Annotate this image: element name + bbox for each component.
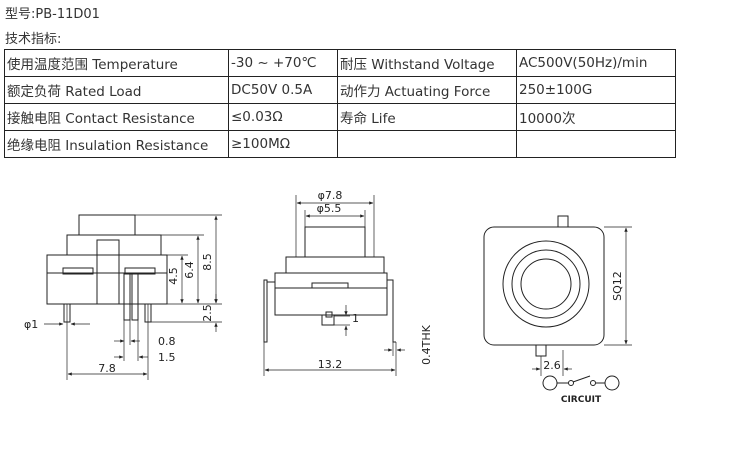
dimension-label: 2.6 bbox=[543, 359, 561, 372]
table-cell: AC500V(50Hz)/min bbox=[516, 49, 676, 77]
dimension-label: 1.5 bbox=[158, 351, 176, 364]
dimension-label: 2.5 bbox=[201, 304, 214, 322]
dimension-label: 7.8 bbox=[98, 362, 116, 375]
model-number: 型号:PB-11D01 bbox=[5, 7, 100, 22]
side-view-body bbox=[46, 214, 168, 321]
table-cell: ≥100MΩ bbox=[228, 130, 338, 158]
table-cell: 动作力 Actuating Force bbox=[337, 76, 517, 104]
dimension-label: SQ12 bbox=[611, 271, 624, 301]
table-row: 绝缘电阻 Insulation Resistance ≥100MΩ bbox=[4, 130, 676, 158]
front-view: φ7.8 φ5.5 1 0.4THK 13.2 bbox=[263, 189, 433, 376]
circuit-symbol: CIRCUIT bbox=[542, 375, 620, 405]
table-cell: 额定负荷 Rated Load bbox=[4, 76, 229, 104]
dimension-label: φ1 bbox=[24, 318, 38, 331]
dimension-label: 8.5 bbox=[201, 253, 214, 271]
spec-table: 使用温度范围 Temperature -30 ~ +70℃ 耐压 Withsta… bbox=[4, 49, 676, 158]
table-cell: 耐压 Withstand Voltage bbox=[337, 49, 517, 77]
dimension-label: 6.4 bbox=[183, 261, 196, 279]
table-cell: 接触电阻 Contact Resistance bbox=[4, 103, 229, 131]
circuit-label: CIRCUIT bbox=[561, 395, 602, 405]
dimension-label: φ7.8 bbox=[318, 189, 343, 202]
side-view-dimension-labels: 8.5 6.4 4.5 2.5 φ1 0.8 1.5 7.8 bbox=[24, 253, 214, 375]
top-view-body bbox=[483, 215, 605, 357]
front-view-dimension-lines bbox=[263, 195, 405, 376]
front-view-dimension-labels: φ7.8 φ5.5 1 0.4THK 13.2 bbox=[317, 189, 433, 371]
side-view: 8.5 6.4 4.5 2.5 φ1 0.8 1.5 7.8 bbox=[24, 214, 222, 380]
dimension-label: φ5.5 bbox=[317, 202, 342, 215]
specs-heading: 技术指标: bbox=[5, 32, 62, 47]
dimension-label: 0.4THK bbox=[420, 324, 433, 364]
table-cell: 绝缘电阻 Insulation Resistance bbox=[4, 130, 229, 158]
table-cell bbox=[337, 130, 517, 158]
top-view-dimension-lines bbox=[532, 226, 632, 376]
table-cell bbox=[516, 130, 676, 158]
table-cell: 250±100G bbox=[516, 76, 676, 104]
front-view-body bbox=[274, 226, 388, 326]
dimension-label: 4.5 bbox=[167, 267, 180, 285]
top-view-dimension-labels: SQ12 2.6 bbox=[543, 271, 624, 372]
front-view-terminals bbox=[263, 279, 396, 343]
table-cell: ≤0.03Ω bbox=[228, 103, 338, 131]
dimension-label: 1 bbox=[352, 312, 359, 325]
dimension-label: 0.8 bbox=[158, 335, 176, 348]
table-cell: 使用温度范围 Temperature bbox=[4, 49, 229, 77]
top-view: SQ12 2.6 CIRCUIT bbox=[483, 215, 632, 405]
table-row: 额定负荷 Rated Load DC50V 0.5A 动作力 Actuating… bbox=[4, 76, 676, 104]
table-row: 使用温度范围 Temperature -30 ~ +70℃ 耐压 Withsta… bbox=[4, 49, 676, 77]
dimension-label: 13.2 bbox=[318, 358, 343, 371]
side-view-dimension-lines bbox=[44, 214, 222, 380]
table-cell: DC50V 0.5A bbox=[228, 76, 338, 104]
